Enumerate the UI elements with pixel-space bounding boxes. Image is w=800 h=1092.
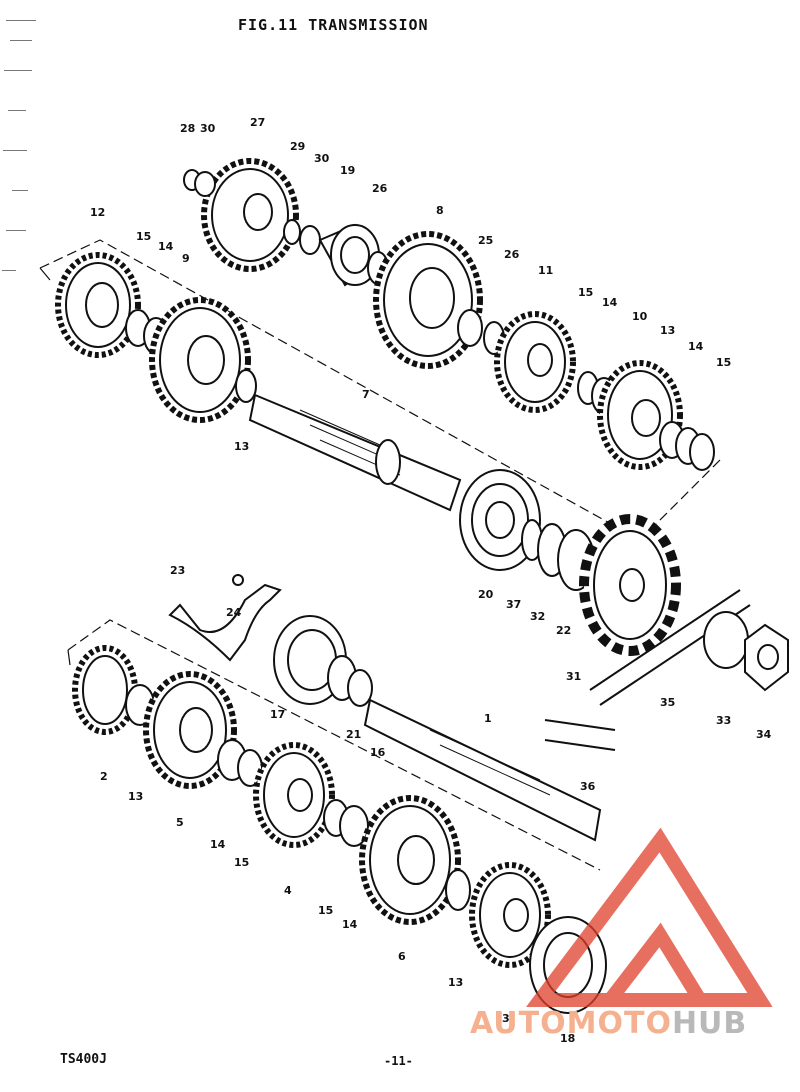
callout: 13 (128, 790, 143, 803)
gear-12 (55, 252, 141, 358)
callout: 28 (180, 122, 195, 135)
callout: 12 (90, 206, 105, 219)
callout: 26 (504, 248, 520, 261)
sprocket-31 (579, 514, 681, 656)
gear-2 (72, 645, 138, 735)
model-code: TS400J (60, 1052, 107, 1067)
callout: 26 (372, 182, 388, 195)
callout: 36 (580, 780, 596, 793)
callout: 34 (756, 728, 772, 741)
callout: 33 (716, 714, 731, 727)
callout-labels: 28 30 27 29 30 19 26 8 25 26 11 15 14 10… (90, 116, 772, 1045)
watermark-part-2: HUB (671, 1006, 748, 1041)
callout: 16 (370, 746, 386, 759)
callout: 11 (538, 264, 553, 277)
callout: 6 (398, 950, 406, 963)
bushing-25 (457, 309, 483, 347)
gear-4 (253, 742, 335, 848)
callout: 24 (226, 606, 242, 619)
callout: 5 (176, 816, 184, 829)
callout: 13 (448, 976, 463, 989)
callout: 2 (100, 770, 108, 783)
nut-34 (744, 623, 789, 692)
callout: 7 (362, 388, 370, 401)
upper-gear-cluster (55, 158, 789, 751)
gear-3 (469, 862, 551, 968)
callout: 15 (716, 356, 731, 369)
callout: 14 (602, 296, 618, 309)
chain-35 (544, 589, 751, 751)
callout: 14 (158, 240, 174, 253)
callout: 15 (318, 904, 333, 917)
callout: 27 (250, 116, 265, 129)
watermark-part-1: AUTOMOTO (470, 1006, 672, 1041)
circlip-13e (445, 869, 471, 911)
gear-5 (143, 671, 237, 789)
callout: 13 (660, 324, 675, 337)
bearing-retainer-23 (168, 583, 282, 662)
callout: 35 (660, 696, 675, 709)
washer-30b (299, 225, 321, 255)
callout: 14 (342, 918, 358, 931)
gear-10 (597, 360, 683, 470)
callout: 19 (340, 164, 355, 177)
lower-gear-cluster (72, 574, 607, 1014)
lock-washer-33 (703, 611, 749, 669)
callout: 17 (270, 708, 285, 721)
callout: 20 (478, 588, 494, 601)
circlip-14e (339, 805, 369, 847)
page-number: -11- (384, 1054, 413, 1068)
callout: 9 (182, 252, 190, 265)
callout: 31 (566, 670, 581, 683)
callout: 37 (506, 598, 521, 611)
gear-11 (494, 311, 576, 413)
callout: 10 (632, 310, 648, 323)
mainshaft-1 (363, 698, 602, 842)
callout: 30 (314, 152, 330, 165)
circlip-30 (194, 171, 216, 197)
watermark-text: AUTOMOTOHUB (470, 1006, 747, 1041)
callout: 15 (136, 230, 151, 243)
callout: 8 (436, 204, 444, 217)
callout: 15 (578, 286, 593, 299)
callout: 13 (234, 440, 249, 453)
callout: 4 (284, 884, 292, 897)
callout: 1 (484, 712, 492, 725)
circlip-13c (235, 369, 257, 403)
callout: 14 (688, 340, 704, 353)
callout: 32 (530, 610, 545, 623)
callout: 29 (290, 140, 305, 153)
callout: 3 (502, 1012, 510, 1025)
callout: 15 (234, 856, 249, 869)
watermark-logo-mark (526, 827, 773, 1007)
washer-15b (689, 433, 715, 471)
callout: 23 (170, 564, 185, 577)
callout: 14 (210, 838, 226, 851)
gear-27 (201, 158, 299, 272)
lower-shaft-axis (67, 619, 601, 871)
bearing-20 (459, 469, 541, 571)
scan-noise (2, 20, 36, 271)
callout: 18 (560, 1032, 575, 1045)
gear-9 (149, 297, 251, 423)
screw-24 (232, 574, 244, 586)
callout: 25 (478, 234, 493, 247)
gear-8 (373, 231, 483, 369)
gear-6 (359, 795, 461, 925)
callout: 21 (346, 728, 361, 741)
figure-title: FIG.11 TRANSMISSION (238, 16, 429, 34)
callout: 22 (556, 624, 571, 637)
countershaft-7 (248, 393, 462, 512)
callout: 30 (200, 122, 216, 135)
washer-16 (347, 669, 373, 707)
bearing-29 (283, 219, 301, 245)
